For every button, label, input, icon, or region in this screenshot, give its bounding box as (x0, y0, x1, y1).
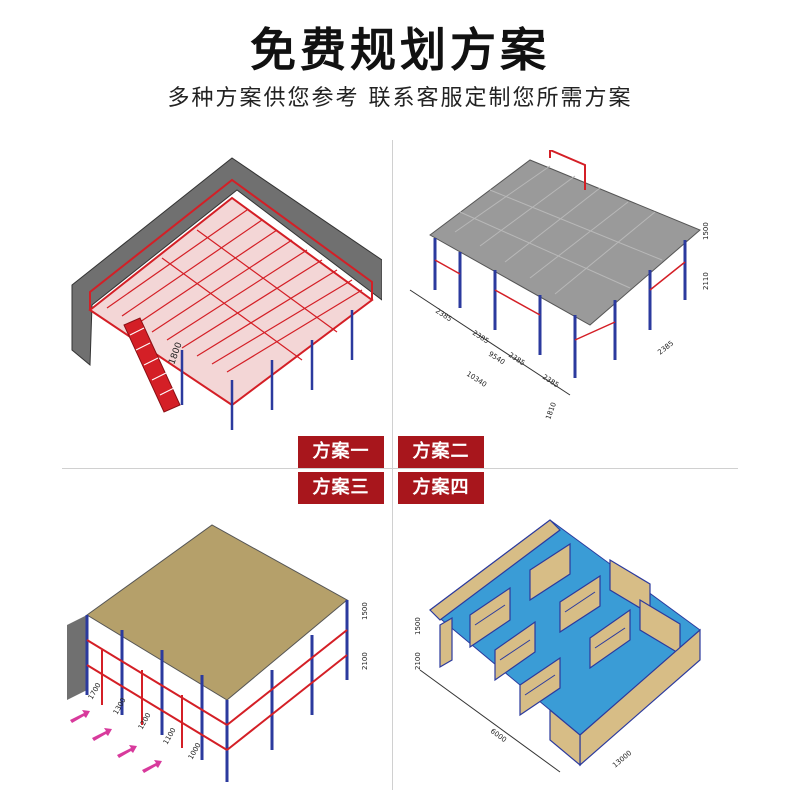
plan-one-badge[interactable]: 方案一 (298, 436, 384, 468)
plan-four-dim-1: 1500 (414, 617, 422, 635)
horizontal-divider (62, 468, 738, 469)
plan-three-badge[interactable]: 方案三 (298, 472, 384, 504)
plan-three-dim-5: 1200 (137, 712, 153, 731)
plan-three-dim-6: 1100 (162, 727, 178, 746)
plan-two-dim-2: 2385 (471, 329, 490, 345)
plan-two-illustration: 2385 2385 2385 2385 9540 10340 2385 1810… (400, 150, 720, 440)
plan-three-dim-3: 1700 (87, 682, 103, 701)
vertical-divider (392, 140, 393, 790)
plan-two-dim-3: 2385 (507, 351, 526, 367)
plan-three-dim-1: 1500 (361, 602, 369, 620)
plan-four-badge[interactable]: 方案四 (398, 472, 484, 504)
plan-four-illustration: 1500 2100 6000 13000 (400, 510, 720, 790)
plan-two-dim-5: 9540 (487, 350, 506, 366)
plan-four-dim-4: 13000 (611, 749, 633, 769)
plan-four-dim-3: 6000 (489, 727, 508, 744)
page-title: 免费规划方案 (250, 23, 550, 77)
plan-two-dim-7: 2385 (656, 339, 675, 356)
plan-two-dim-6: 10340 (465, 370, 488, 389)
plan-two-dim-9: 1500 (702, 222, 710, 240)
plan-four-dim-2: 2100 (414, 652, 422, 670)
plan-two-badge[interactable]: 方案二 (398, 436, 484, 468)
plan-two-dim-10: 2110 (702, 272, 710, 290)
plan-three-dim-2: 2100 (361, 652, 369, 670)
plan-three-illustration: 1500 2100 1700 1300 1200 1100 1000 (62, 520, 382, 790)
plan-one-illustration: 1800 (62, 150, 382, 440)
plan-two-dim-8: 1810 (544, 401, 558, 420)
plan-two-dim-1: 2385 (434, 307, 453, 323)
plan-three-dim-4: 1300 (112, 697, 128, 716)
plan-three-dim-7: 1000 (187, 742, 203, 761)
plan-two-dim-4: 2385 (541, 373, 560, 389)
page-subtitle: 多种方案供您参考 联系客服定制您所需方案 (167, 86, 633, 111)
